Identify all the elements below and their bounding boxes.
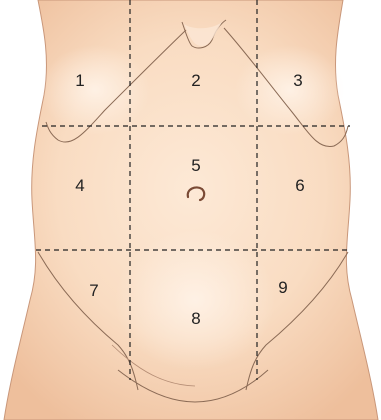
chest-highlight-right [235, 45, 345, 135]
region-label-6: 6 [295, 176, 304, 195]
region-label-1: 1 [75, 71, 84, 90]
region-label-9: 9 [278, 278, 287, 297]
region-label-4: 4 [75, 176, 84, 195]
belly-highlight [115, 230, 275, 370]
region-label-5: 5 [191, 156, 200, 175]
region-label-7: 7 [89, 281, 98, 300]
region-label-8: 8 [191, 309, 200, 328]
region-label-3: 3 [293, 71, 302, 90]
region-label-2: 2 [191, 71, 200, 90]
